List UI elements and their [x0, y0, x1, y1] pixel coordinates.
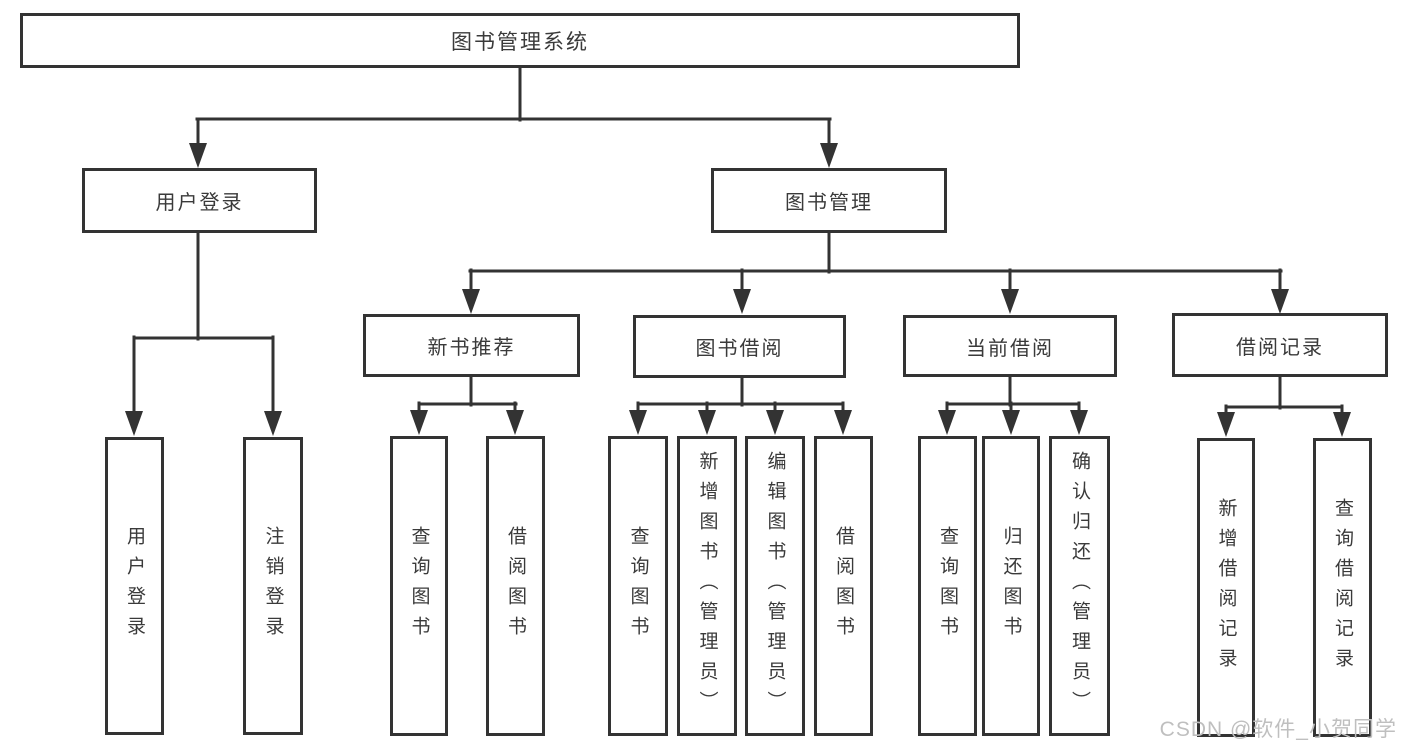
node-book-management: 图书管理	[711, 168, 947, 233]
leaf-logout: 注销登录	[243, 437, 303, 735]
leaf-records-add-record: 新增借阅记录	[1197, 438, 1255, 737]
node-book-borrow: 图书借阅	[633, 315, 846, 378]
node-current-borrow: 当前借阅	[903, 315, 1117, 377]
node-borrow-records: 借阅记录	[1172, 313, 1388, 377]
arrowheads	[125, 143, 1351, 437]
csdn-watermark: CSDN @软件_小贺同学	[1159, 718, 1397, 741]
leaf-borrow-edit-books-admin: 编辑图书（管理员）	[745, 436, 805, 736]
leaf-current-return-books: 归还图书	[982, 436, 1040, 736]
leaf-borrow-borrow-books: 借阅图书	[814, 436, 873, 736]
leaf-borrow-query-books: 查询图书	[608, 436, 668, 736]
leaf-current-query-books: 查询图书	[918, 436, 977, 736]
leaf-recommend-query-books: 查询图书	[390, 436, 448, 736]
leaf-borrow-add-books-admin: 新增图书（管理员）	[677, 436, 737, 736]
node-root-system: 图书管理系统	[20, 13, 1020, 68]
leaf-current-confirm-return-admin: 确认归还（管理员）	[1049, 436, 1110, 736]
node-new-book-recommend: 新书推荐	[363, 314, 580, 377]
leaf-recommend-borrow-books: 借阅图书	[486, 436, 545, 736]
leaf-user-login: 用户登录	[105, 437, 164, 735]
node-user-login: 用户登录	[82, 168, 317, 233]
leaf-records-query-record: 查询借阅记录	[1313, 438, 1372, 737]
